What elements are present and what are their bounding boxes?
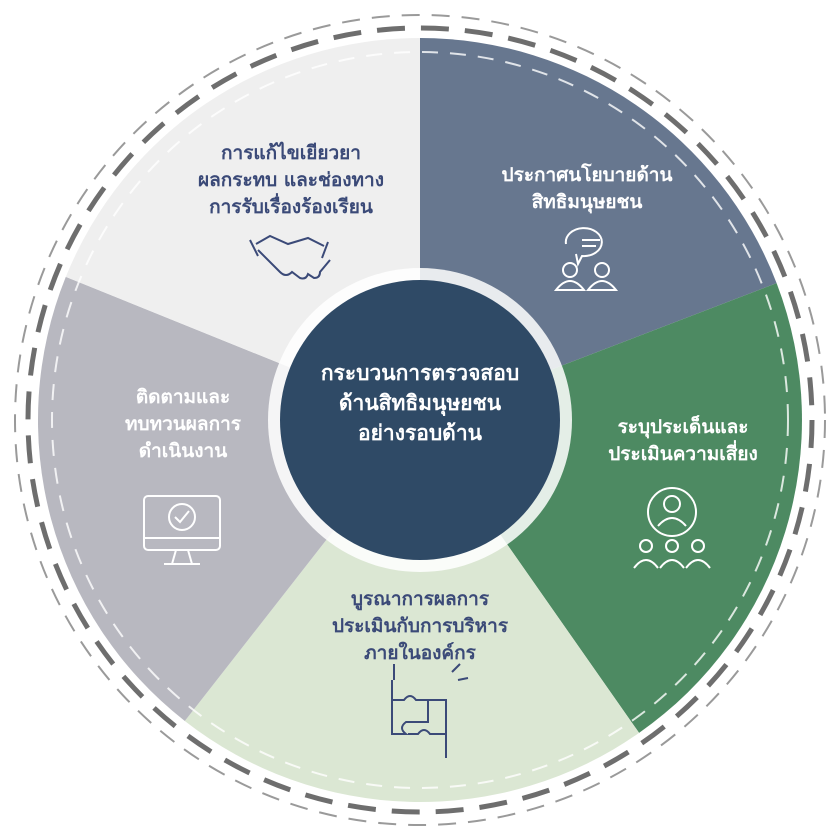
people-chat-icon — [553, 227, 619, 291]
person-focus-icon — [633, 487, 711, 569]
center-hub — [280, 280, 560, 560]
segment-integration[interactable] — [184, 420, 640, 802]
segment-label-risk: ระบุประเด็นและ ประเมินความเสี่ยง — [608, 416, 758, 465]
monitor-check-icon — [143, 495, 221, 565]
segment-label-policy: ประกาศนโยบายด้าน สิทธิมนุษยชน — [501, 164, 673, 213]
handshake-icon — [249, 234, 331, 280]
outer-dashed-ring — [14, 14, 826, 826]
center-title: กระบวนการตรวจสอบ ด้านสิทธิมนุษยชน อย่างร… — [320, 361, 520, 445]
segment-label-remediation: การแก้ไขเยียวยา ผลกระทบ และช่องทาง การรั… — [197, 142, 385, 218]
puzzle-hands-icon — [391, 663, 469, 758]
outer-dashed-ring-thick — [25, 25, 815, 815]
segment-label-monitoring: ติดตามและ ทบทวนผลการ ดำเนินงาน — [125, 386, 241, 462]
inner-dashed-ring — [51, 51, 789, 789]
segment-label-integration: บูรณาการผลการ ประเมินกับการบริหาร ภายในอ… — [331, 588, 509, 664]
